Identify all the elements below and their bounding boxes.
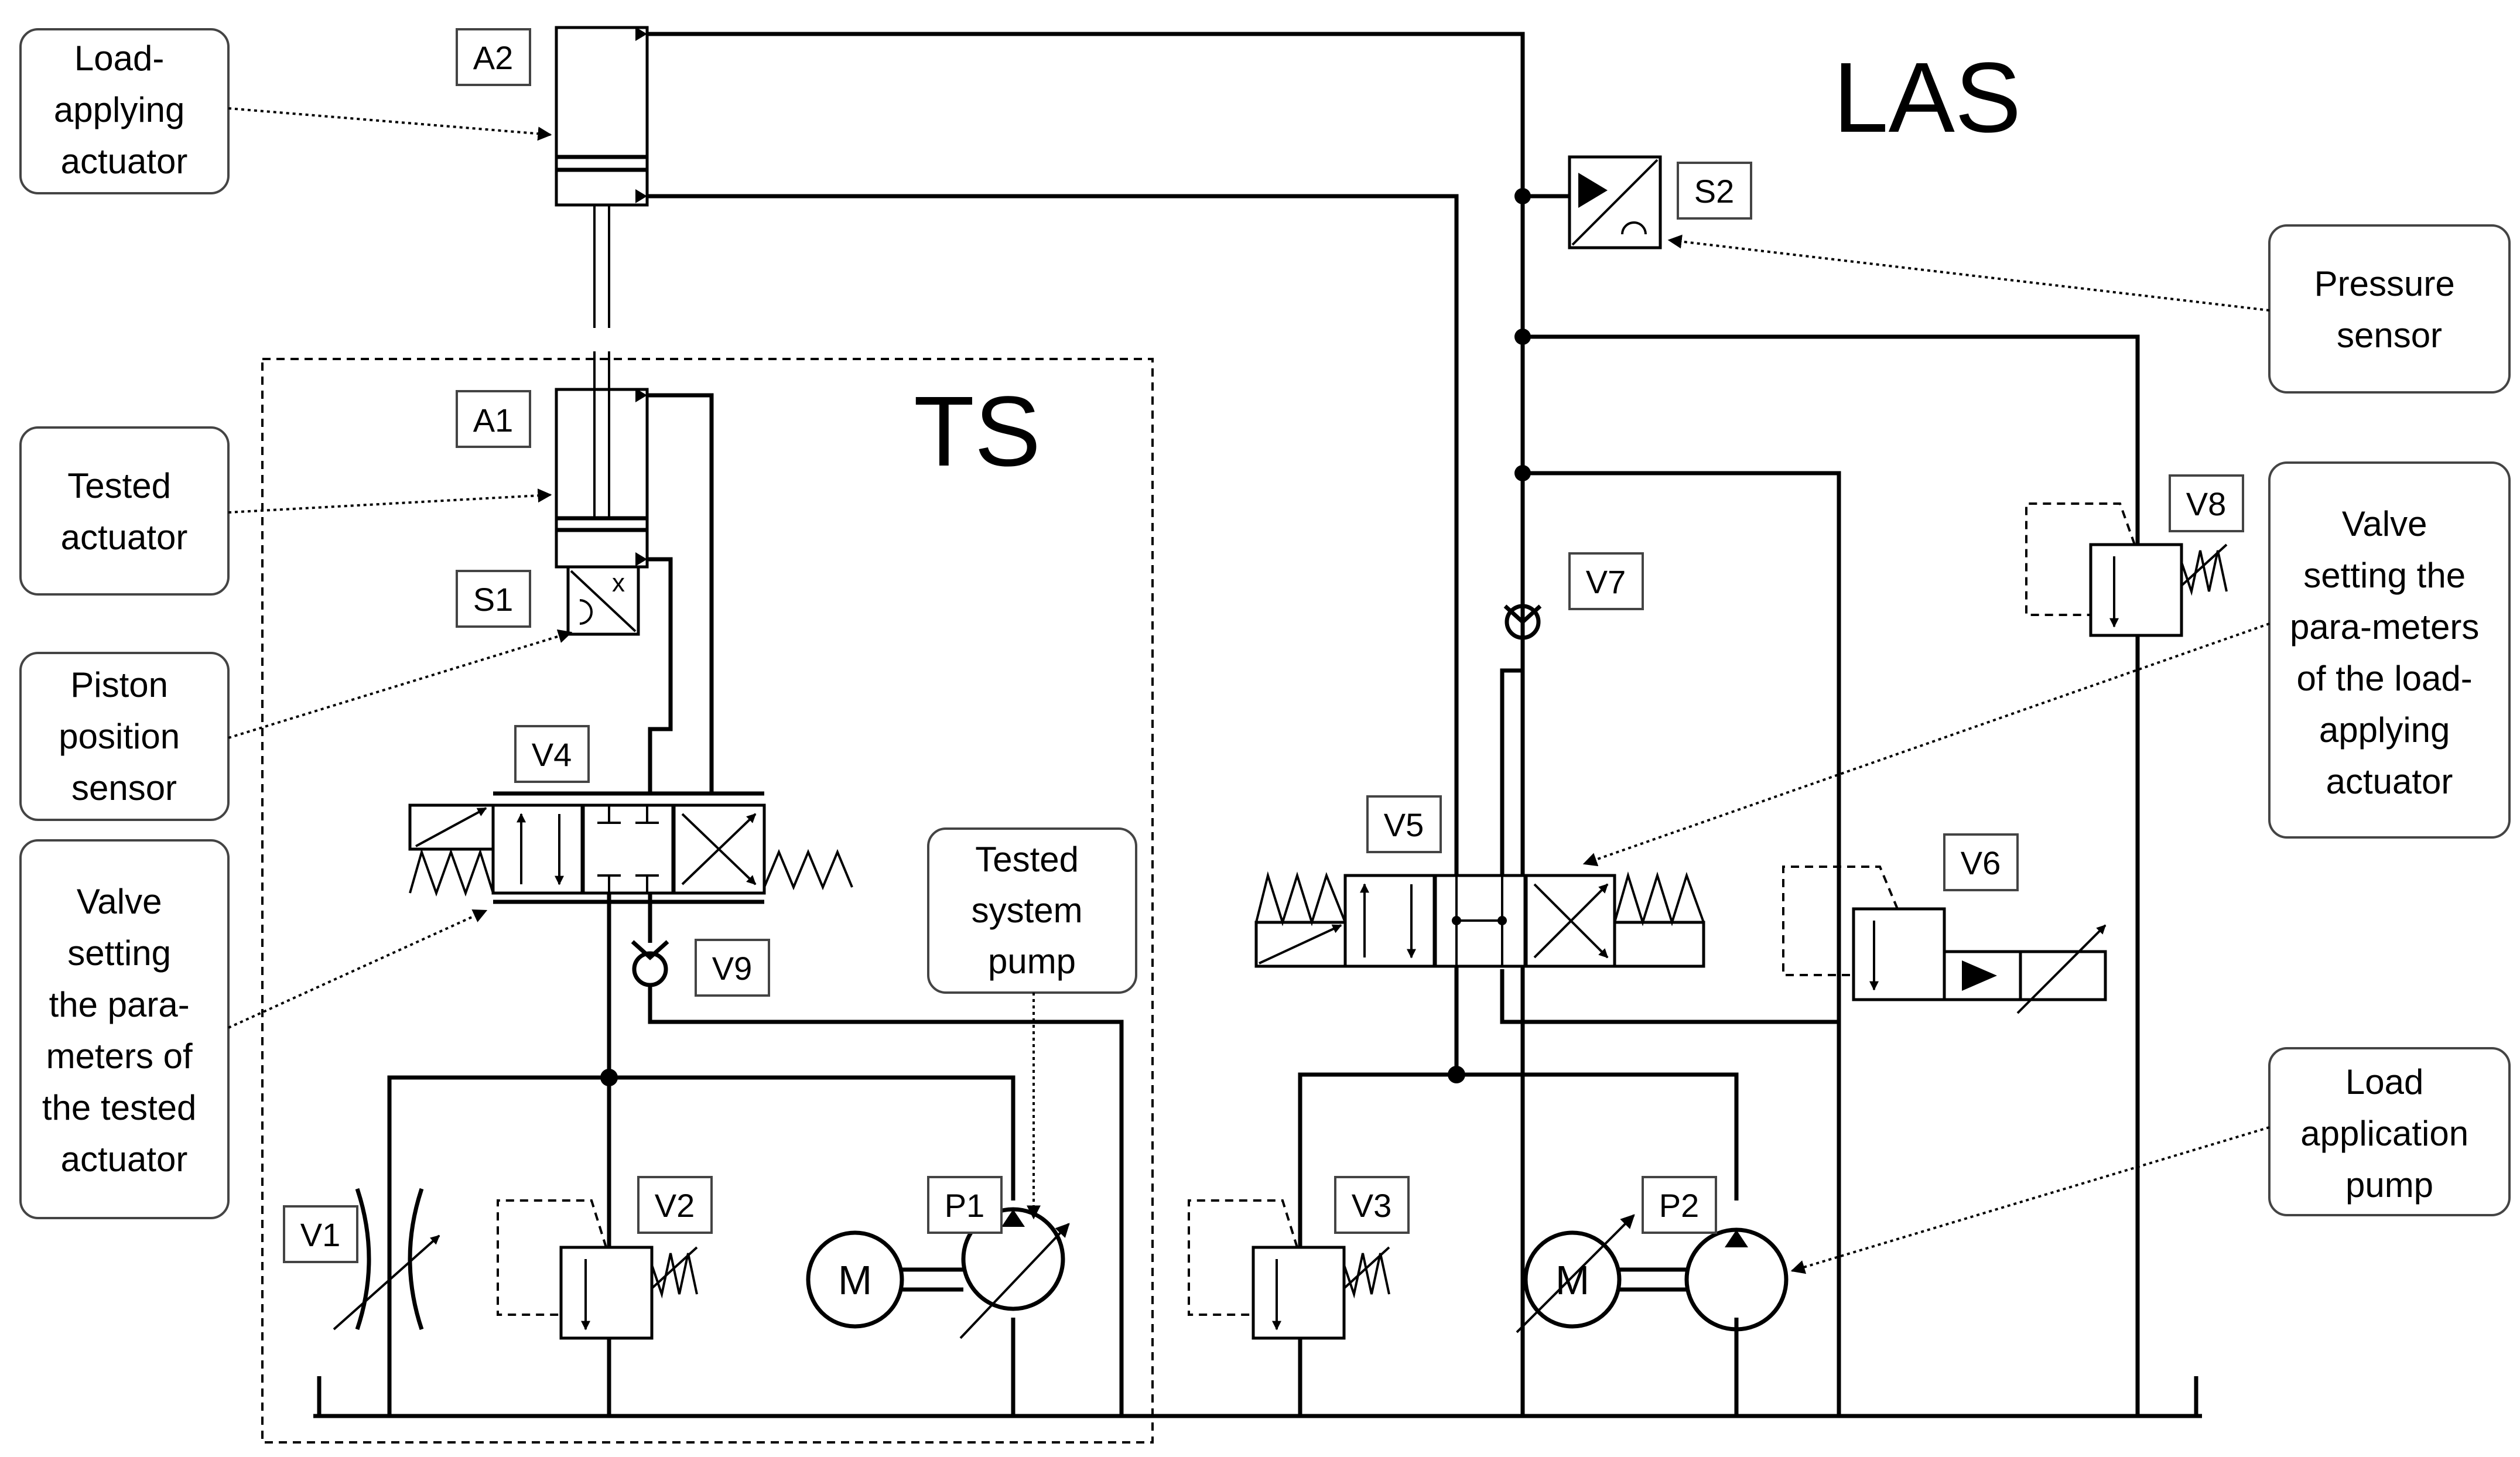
throttle-valve-v1 xyxy=(333,1188,440,1331)
tag-p2: P2 xyxy=(1642,1176,1717,1234)
tag-v8: V8 xyxy=(2169,474,2244,532)
tag-v6: V6 xyxy=(1943,833,2019,891)
tag-v9: V9 xyxy=(695,939,770,997)
piston-position-sensor: x xyxy=(566,565,640,636)
tag-a1: A1 xyxy=(456,390,531,448)
tested-actuator xyxy=(555,388,649,569)
svg-text:M: M xyxy=(838,1257,872,1303)
svg-text:S1: S1 xyxy=(473,581,514,618)
las-label: LAS xyxy=(1833,42,2021,153)
svg-text:V3: V3 xyxy=(1352,1187,1392,1224)
svg-text:Pressure sensor: Pressure sensor xyxy=(2314,264,2465,355)
svg-text:V4: V4 xyxy=(532,736,572,773)
directional-valve-v4 xyxy=(408,791,853,904)
svg-text:V9: V9 xyxy=(712,950,753,987)
motor-m2: M xyxy=(1516,1214,1687,1333)
svg-text:Load- applying act: Load- applying actuator xyxy=(54,39,194,181)
svg-text:S2: S2 xyxy=(1694,173,1735,210)
ts-label: TS xyxy=(914,376,1041,487)
callout-tested-system-pump: Tested system pump xyxy=(927,827,1137,1220)
tag-v3: V3 xyxy=(1334,1176,1410,1234)
callout-valve-tested-actuator: Valve setting the para- meters of the te… xyxy=(19,839,488,1219)
svg-text:V6: V6 xyxy=(1961,844,2001,881)
tag-v7: V7 xyxy=(1568,552,1644,610)
callout-piston-position-sensor: Piston position sensor xyxy=(19,629,573,821)
svg-text:Valve setting the: Valve setting the para- meters of the te… xyxy=(42,882,206,1179)
svg-text:V7: V7 xyxy=(1586,563,1626,600)
relief-valve-v2 xyxy=(497,1199,698,1340)
svg-text:V2: V2 xyxy=(655,1187,695,1224)
callout-load-application-pump: Load application pump xyxy=(1790,1047,2511,1274)
relief-valve-v8 xyxy=(2025,502,2228,637)
svg-text:V1: V1 xyxy=(300,1216,341,1253)
svg-text:V8: V8 xyxy=(2186,485,2227,522)
svg-text:Valve setting the: Valve setting the para-meters of the loa… xyxy=(2290,504,2489,801)
check-valve-v7 xyxy=(1503,604,1542,640)
svg-text:A1: A1 xyxy=(473,402,514,439)
pressure-sensor xyxy=(1568,155,1662,249)
tag-p1: P1 xyxy=(927,1176,1003,1234)
svg-text:V5: V5 xyxy=(1384,806,1424,843)
a2-rod-line xyxy=(647,194,1459,1075)
callout-pressure-sensor: Pressure sensor xyxy=(1667,224,2511,394)
callout-valve-load-actuator: Valve setting the para-meters of the loa… xyxy=(1582,461,2511,867)
tag-a2: A2 xyxy=(456,28,531,86)
svg-text:P2: P2 xyxy=(1659,1187,1700,1224)
tag-v2: V2 xyxy=(637,1176,713,1234)
relief-valve-v3 xyxy=(1188,1199,1390,1340)
tag-v5: V5 xyxy=(1366,795,1442,853)
load-applying-actuator xyxy=(555,26,649,389)
callout-tested-actuator: Tested actuator xyxy=(19,426,552,596)
motor-m1: M xyxy=(806,1230,963,1329)
svg-text:P1: P1 xyxy=(945,1187,985,1224)
check-valve-v9 xyxy=(631,940,669,987)
tested-system-pump xyxy=(959,1207,1070,1339)
svg-text:A2: A2 xyxy=(473,39,514,76)
tag-s2: S2 xyxy=(1677,162,1752,220)
svg-text:Tested system pump: Tested system pump xyxy=(972,840,1093,981)
svg-text:x: x xyxy=(612,569,625,597)
svg-text:Piston position se: Piston position sensor xyxy=(59,665,189,808)
tag-v4: V4 xyxy=(514,725,590,783)
ts-boundary xyxy=(261,358,1154,1444)
tag-s1: S1 xyxy=(456,570,531,628)
tag-v1: V1 xyxy=(283,1205,358,1263)
callout-load-applying-actuator: Load- applying actuator xyxy=(19,28,552,194)
svg-text:Load application p: Load application pump xyxy=(2300,1062,2478,1205)
directional-valve-v5 xyxy=(1254,871,1705,968)
proportional-relief-valve-v6 xyxy=(1782,866,2107,1014)
svg-text:Tested actuator: Tested actuator xyxy=(61,466,188,557)
load-application-pump xyxy=(1684,1227,1789,1332)
